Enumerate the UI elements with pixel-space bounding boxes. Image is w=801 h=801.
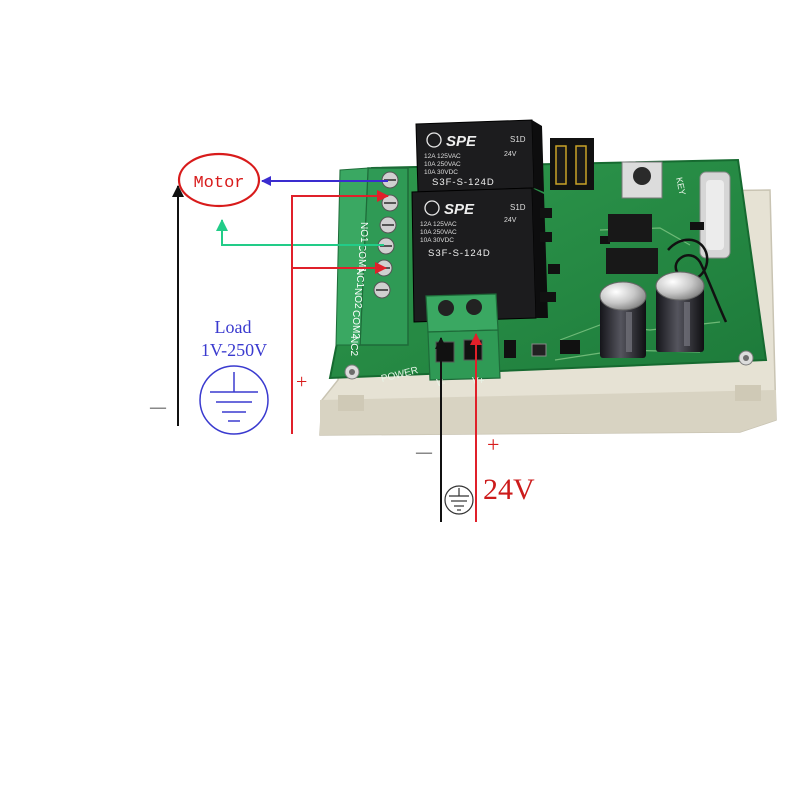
relay-logo-icon (424, 200, 440, 216)
load-ground-icon (199, 365, 269, 435)
supply-ground-icon (444, 485, 474, 515)
relay-top-coil: 24V (504, 151, 517, 158)
terminal-label-com1: COM1 (356, 244, 367, 273)
relay-top-brand: SPE (446, 133, 477, 150)
relay-top-code: S1D (510, 135, 526, 144)
motor-ellipse (177, 152, 261, 208)
vplus-silkscreen: V+ (472, 376, 485, 387)
supply-voltage-label: 24V (483, 473, 535, 506)
capacitor-right (655, 271, 705, 352)
relay-top-rating-2: 10A 250VAC (424, 161, 461, 168)
relay-top-rating-1: 12A 125VAC (424, 153, 461, 160)
relay-logo-icon (426, 132, 442, 148)
ic-chip (608, 214, 652, 242)
load-voltage-label: 1V-250V (201, 340, 267, 360)
load-label: Load (215, 317, 252, 337)
terminal-label-com2: COM2 (350, 310, 361, 339)
pcb-components: KEY (504, 138, 731, 358)
left-plus-label: + (296, 371, 307, 393)
terminal-label-no1: NO1 (358, 222, 369, 243)
terminal-label-nc1: NC1 (354, 268, 365, 288)
left-minus-label: — (149, 399, 167, 416)
ic-chip (606, 248, 658, 274)
terminal-label-nc2: NC2 (348, 336, 359, 356)
relay-top-model: S3F-S-124D (432, 177, 495, 188)
relay-bottom-model: S3F-S-124D (428, 248, 491, 259)
relay-bottom: SPE S1D 12A 125VAC 10A 250VAC 10A 30VDC … (411, 187, 548, 323)
relay-bottom-rating-2: 10A 250VAC (420, 229, 457, 236)
relay-bottom-code: S1D (510, 203, 526, 212)
relay-bottom-rating-3: 10A 30VDC (420, 237, 454, 244)
relay-bottom-rating-1: 12A 125VAC (420, 221, 457, 228)
terminal-label-no2: NO2 (352, 288, 363, 309)
capacitor-left (599, 281, 647, 358)
power-terminal-block: V- V+ (425, 293, 501, 389)
supply-plus-label: + (487, 432, 499, 457)
relay-top: SPE S1D 12A 125VAC 10A 250VAC 10A 30VDC … (415, 119, 544, 193)
key-silkscreen: KEY (674, 176, 688, 196)
relay-top-rating-3: 10A 30VDC (424, 169, 458, 176)
relay-bottom-coil: 24V (504, 217, 517, 224)
output-terminal-block: NO1 COM1 NC1 NO2 COM2 NC2 (335, 167, 409, 356)
motor-label: Motor (193, 174, 244, 193)
red-wire-upper (291, 195, 386, 434)
supply-minus-label: — (415, 444, 433, 461)
relay-bottom-brand: SPE (444, 201, 475, 218)
